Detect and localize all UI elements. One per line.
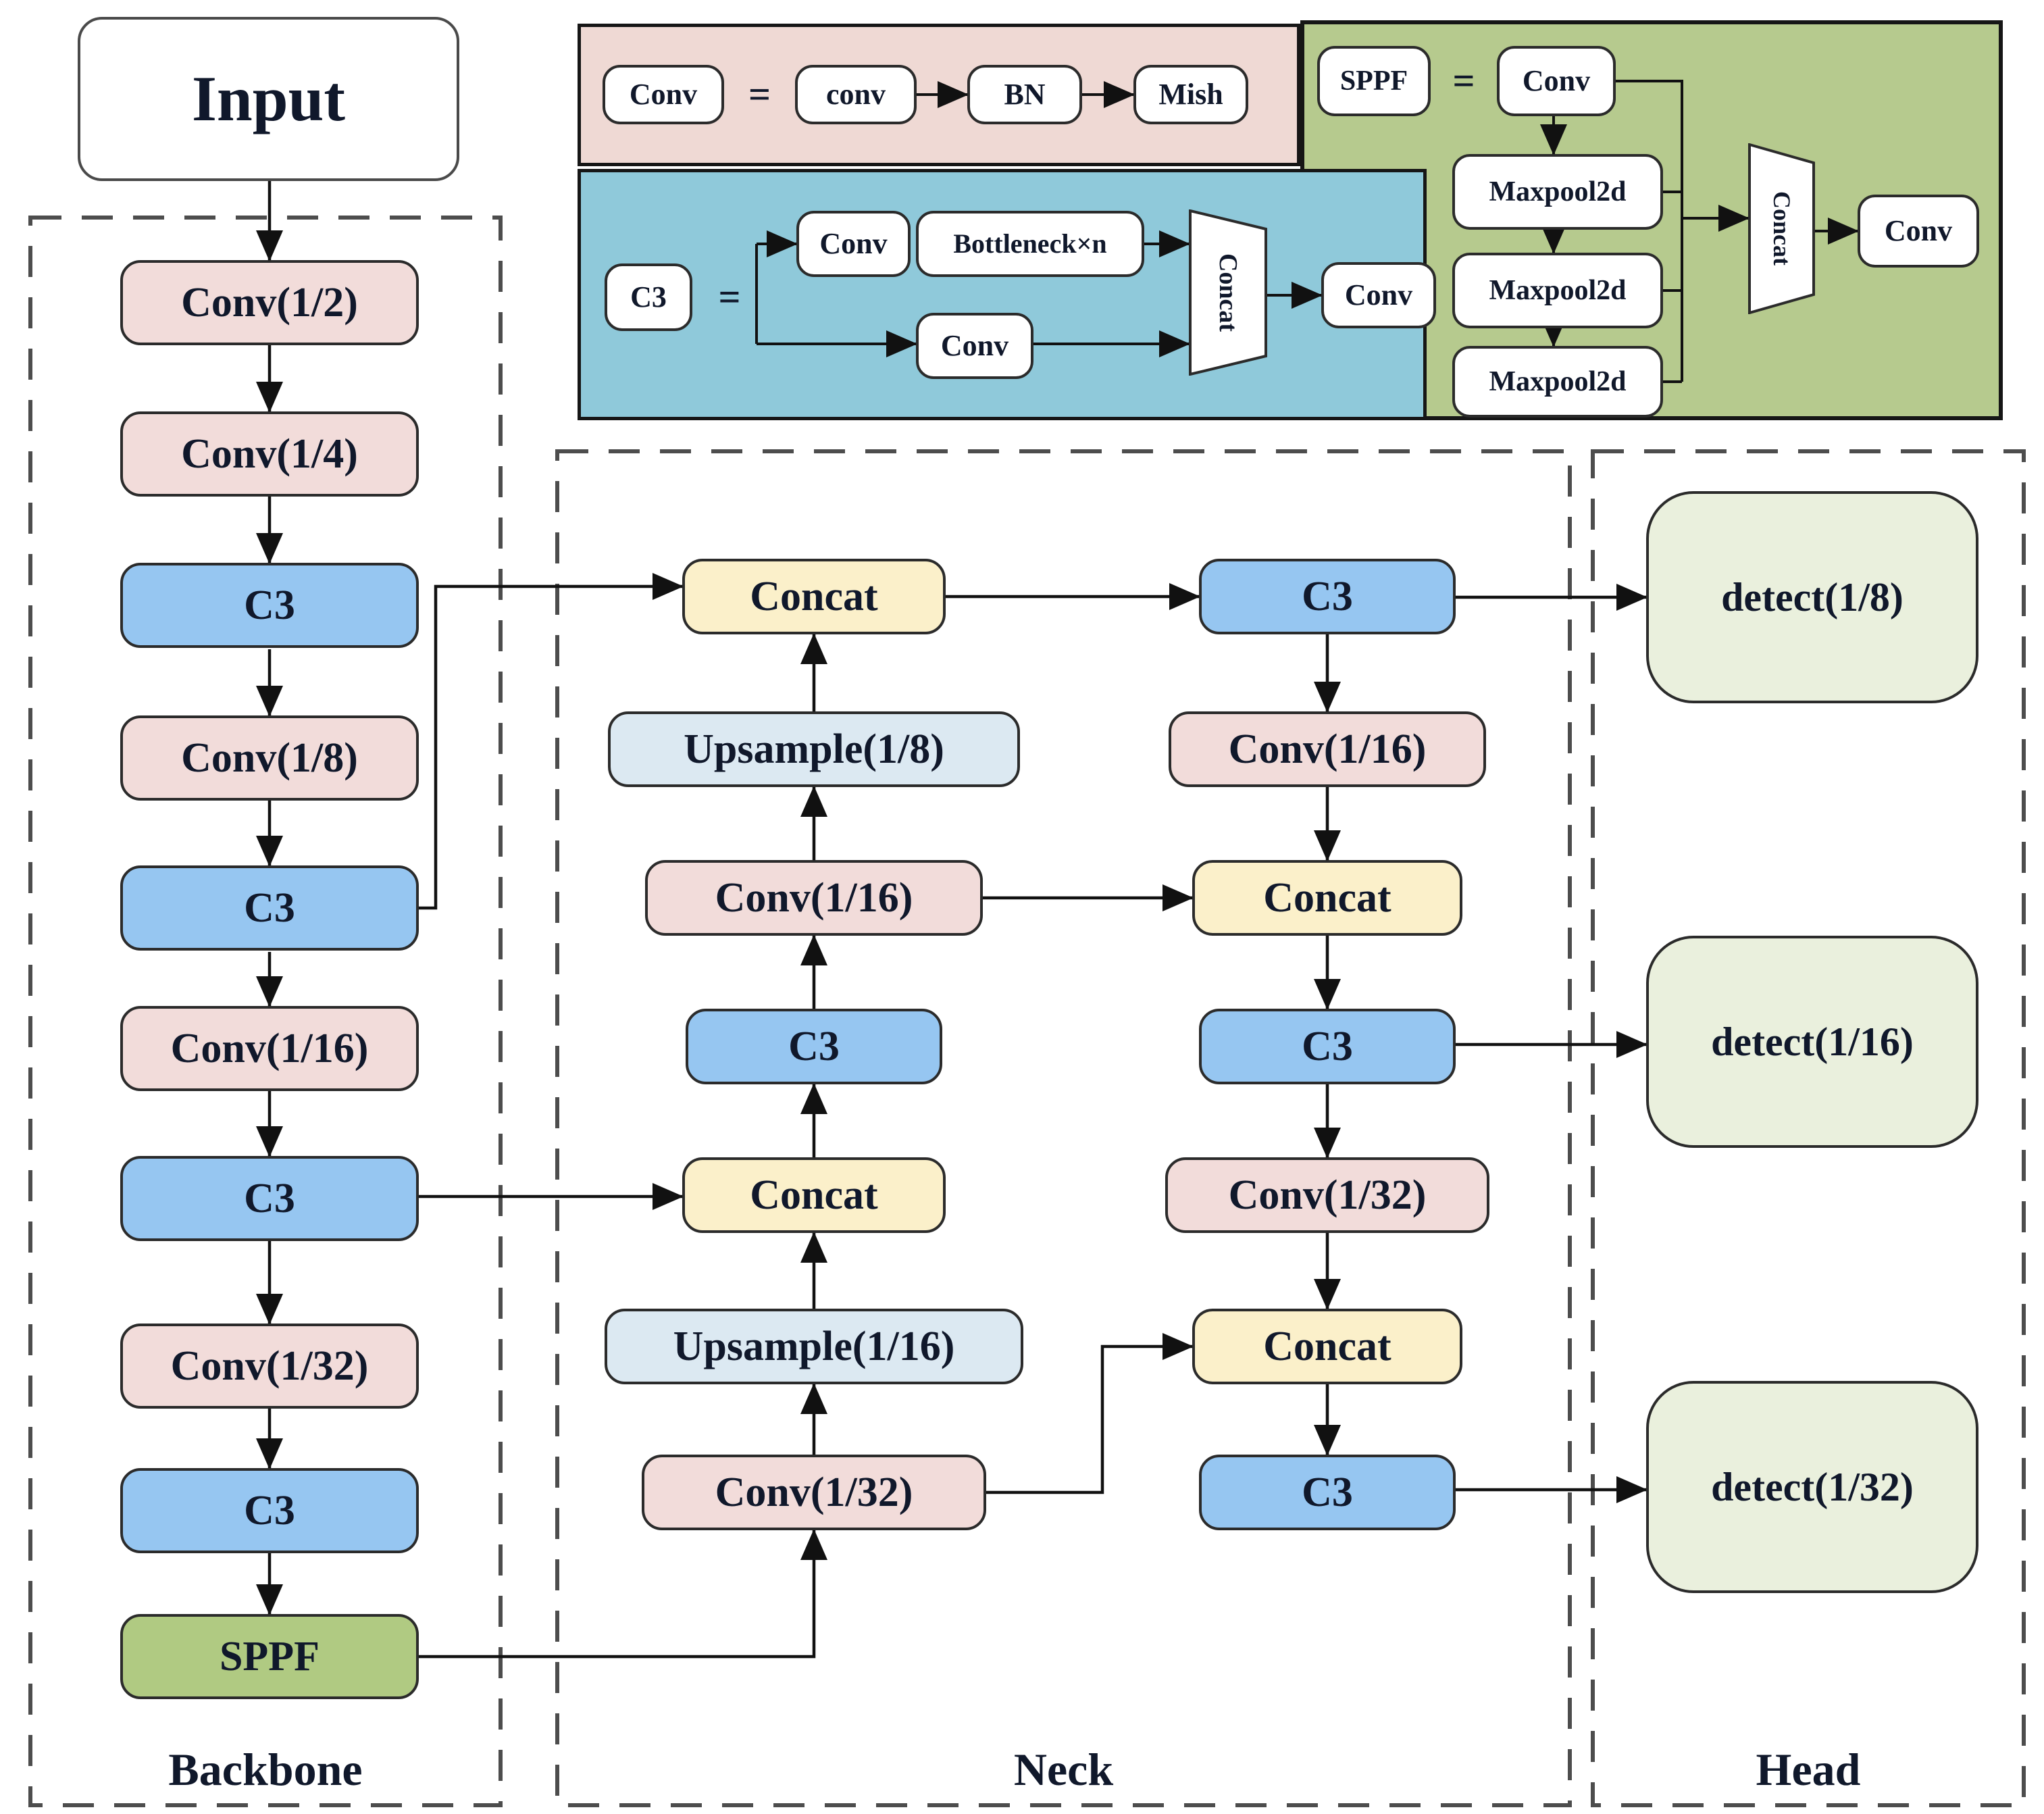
neck-frame [555,449,1572,1807]
input-label: Input [191,63,346,134]
legend-conv-step-bn: BN [967,65,1082,124]
edge-c3p8-concat [419,573,684,910]
neck-right-c3-3: C3 [1199,1455,1456,1530]
neck-right-conv132: Conv(1/32) [1165,1157,1489,1233]
head-frame [1591,449,2026,1807]
legend-c3-output-conv: Conv [1321,262,1436,328]
backbone-node-c3-4: C3 [120,1468,419,1553]
head-detect8: detect(1/8) [1646,491,1978,703]
legend-conv-step-mish: Mish [1133,65,1248,124]
legend-sppf-output-conv: Conv [1858,195,1979,268]
legend-c3-symbol: C3 [605,263,692,331]
neck-right-concat-2: Concat [1192,1309,1462,1384]
legend-sppf-symbol: SPPF [1317,46,1431,116]
backbone-node-conv12: Conv(1/2) [120,260,419,345]
backbone-node-conv116: Conv(1/16) [120,1006,419,1091]
legend-c3-concat-label: Concat [1214,253,1242,332]
legend-sppf-entry-conv: Conv [1497,46,1616,116]
edge-conv132-concat [986,1333,1194,1494]
legend-c3-top-conv: Conv [796,211,911,277]
neck-left-c3: C3 [686,1009,942,1084]
lateral-edges [419,573,827,1659]
neck-left-conv132: Conv(1/32) [642,1455,986,1530]
neck-left-upsample8: Upsample(1/8) [608,711,1020,787]
neck-left-concat-1: Concat [682,559,946,634]
head-label: Head [1756,1744,1861,1795]
neck-right-c3-1: C3 [1199,559,1456,634]
legend-sppf-equals: = [1452,59,1475,103]
neck-right-concat-1: Concat [1192,860,1462,936]
backbone-node-sppf: SPPF [120,1614,419,1699]
legend-conv-step-conv: conv [795,65,917,124]
legend-c3-equals: = [718,275,741,319]
backbone-node-c3-1: C3 [120,563,419,648]
cross-edges [946,583,1647,1503]
legend-c3-concat-trapezoid: Concat [1189,209,1267,376]
backbone-node-conv14: Conv(1/4) [120,411,419,497]
legend-sppf-concat-trapezoid: Concat [1748,143,1815,314]
neck-left-conv116: Conv(1/16) [645,860,983,936]
backbone-label: Backbone [168,1744,363,1795]
backbone-node-c3-2: C3 [120,865,419,951]
backbone-node-conv132: Conv(1/32) [120,1324,419,1409]
legend-sppf-concat-label: Concat [1768,191,1795,266]
legend-c3-bottleneck: Bottleneck×n [916,211,1144,277]
backbone-node-conv18: Conv(1/8) [120,715,419,801]
backbone-frame [28,216,503,1807]
legend-sppf-edges [1540,80,1859,383]
legend-c3-bottom-conv: Conv [916,313,1033,379]
neck-right-conv116: Conv(1/16) [1169,711,1486,787]
head-detect32: detect(1/32) [1646,1381,1978,1593]
legend-c3-edges [755,230,1323,357]
legend-sppf-maxpool-2: Maxpool2d [1452,253,1663,328]
input-node: Input [78,17,459,181]
legend-conv-symbol: Conv [603,65,724,124]
backbone-node-c3-3: C3 [120,1156,419,1241]
neck-label: Neck [1013,1744,1114,1795]
legend-sppf-maxpool-1: Maxpool2d [1452,154,1663,230]
head-detect16: detect(1/16) [1646,936,1978,1148]
neck-left-upsample16: Upsample(1/16) [605,1309,1023,1384]
neck-right-c3-2: C3 [1199,1009,1456,1084]
legend-conv-equals: = [748,72,771,116]
edge-sppf-conv132 [419,1529,827,1659]
legend-sppf-maxpool-3: Maxpool2d [1452,346,1663,418]
neck-left-concat-2: Concat [682,1157,946,1233]
